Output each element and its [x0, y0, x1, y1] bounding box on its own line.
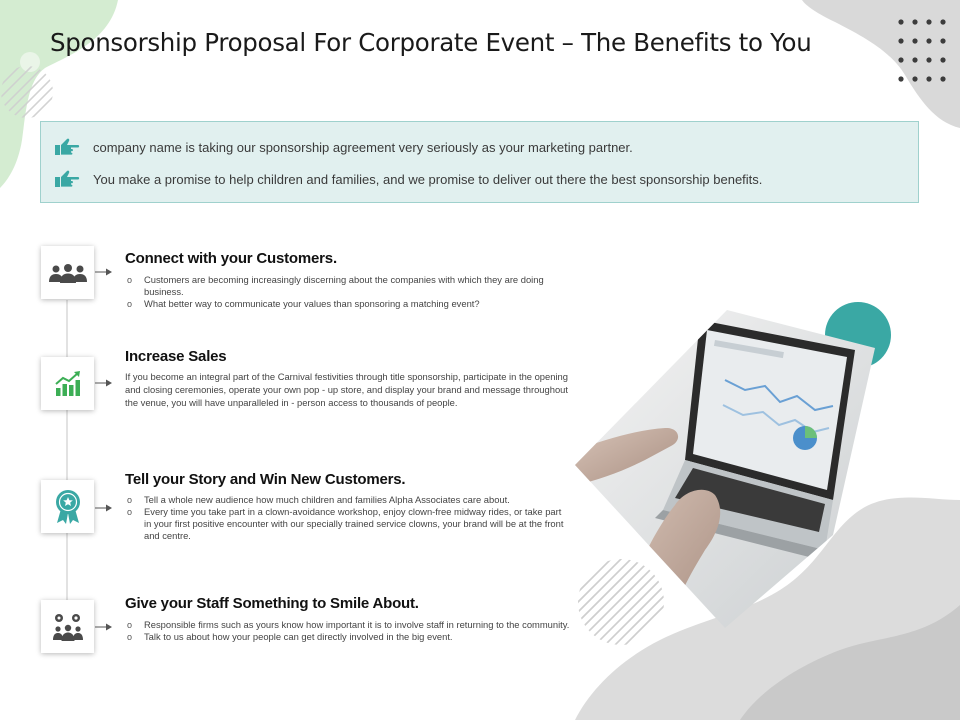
section-bullets: Tell a whole new audience how much child… [125, 494, 570, 542]
team-settings-icon [52, 613, 83, 641]
section-icon-card [41, 246, 94, 299]
info-text: company name is taking our sponsorship a… [93, 139, 633, 155]
section-bullets: Customers are becoming increasingly disc… [125, 274, 570, 310]
info-text: You make a promise to help children and … [93, 171, 763, 187]
bullet-item: Customers are becoming increasingly disc… [125, 274, 570, 298]
bullet-item: What better way to communicate your valu… [125, 298, 570, 310]
info-line: company name is taking our sponsorship a… [53, 135, 633, 159]
pointing-hand-icon [55, 170, 80, 187]
bullet-item: Every time you take part in a clown-avoi… [125, 506, 570, 542]
arrow-icon [95, 504, 112, 512]
info-line: You make a promise to help children and … [53, 167, 762, 191]
section-title: Tell your Story and Win New Customers. [125, 471, 406, 488]
arrow-icon [95, 623, 112, 631]
arrow-icon [95, 268, 112, 276]
page-title: Sponsorship Proposal For Corporate Event… [50, 28, 812, 57]
section-text: If you become an integral part of the Ca… [125, 371, 568, 408]
laptop-photo [575, 310, 875, 628]
section-icon-card [41, 480, 94, 533]
section-title: Give your Staff Something to Smile About… [125, 595, 419, 612]
section-icon-card [41, 600, 94, 653]
info-box: company name is taking our sponsorship a… [40, 121, 919, 203]
timeline-line [66, 300, 68, 618]
section-title: Connect with your Customers. [125, 250, 337, 267]
section-bullets: Responsible firms such as yours know how… [125, 619, 570, 643]
bullet-item: Talk to us about how your people can get… [125, 631, 570, 643]
customers-icon [48, 263, 87, 283]
section-title: Increase Sales [125, 348, 227, 365]
section-icon-card [41, 357, 94, 410]
dot-grid-decor [898, 19, 946, 82]
pointing-hand-icon [55, 138, 80, 155]
arrow-icon [95, 379, 112, 387]
award-ribbon-icon [55, 489, 80, 524]
bullet-item: Tell a whole new audience how much child… [125, 494, 570, 506]
growth-chart-icon [54, 370, 80, 396]
bullet-item: Responsible firms such as yours know how… [125, 619, 570, 631]
